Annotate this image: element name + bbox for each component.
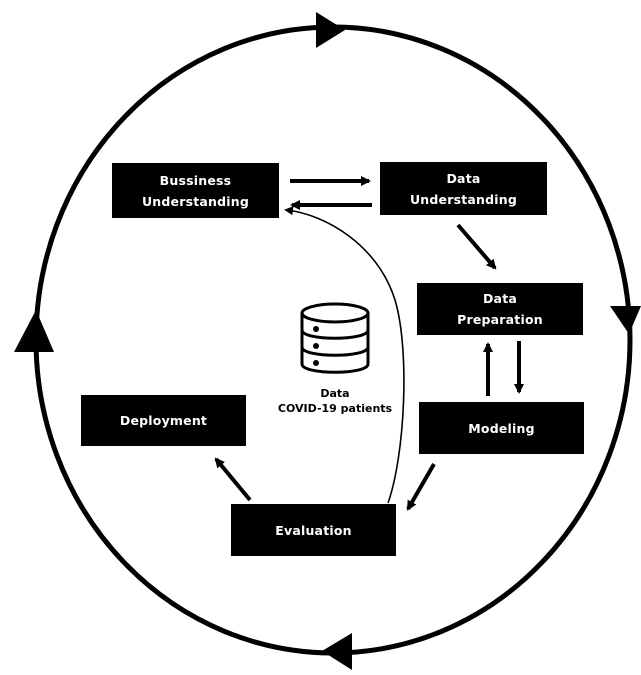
arrow-evaluation-to-business — [284, 206, 405, 504]
node-data-understanding-line2: Understanding — [409, 191, 518, 207]
node-data-preparation: Data Preparation — [417, 283, 583, 335]
node-data-preparation-line1: Data — [482, 291, 518, 306]
node-business-understanding: Bussiness Understanding — [112, 163, 279, 218]
arrow-modeling-to-evaluation — [406, 462, 436, 511]
cycle-arrow-top — [316, 12, 345, 48]
node-data-preparation-line2: Preparation — [457, 312, 543, 327]
arrow-evaluation-to-deployment — [214, 457, 252, 502]
cycle-arrow-right — [610, 306, 641, 334]
node-deployment: Deployment — [81, 395, 246, 446]
node-deployment-label: Deployment — [119, 413, 208, 428]
node-evaluation: Evaluation — [231, 504, 396, 556]
node-evaluation-label: Evaluation — [275, 522, 352, 538]
node-modeling-label: Modeling — [468, 420, 535, 436]
database-label-line2: COVID-19 patients — [277, 402, 393, 415]
cycle-arrow-left — [14, 310, 54, 352]
database-label: Data COVID-19 patients — [270, 386, 400, 416]
cycle-arrow-bottom — [322, 633, 352, 670]
node-modeling: Modeling — [419, 402, 584, 454]
outer-cycle-circle — [33, 24, 633, 656]
node-business-understanding-line2: Understanding — [141, 193, 250, 209]
node-data-understanding: Data Understanding — [380, 162, 547, 215]
node-business-understanding-line1: Bussiness — [159, 172, 232, 188]
arrow-data-understanding-to-preparation — [456, 223, 497, 270]
node-data-understanding-line1: Data — [446, 170, 481, 186]
database-icon — [300, 302, 370, 374]
database-label-line1: Data — [320, 387, 350, 400]
